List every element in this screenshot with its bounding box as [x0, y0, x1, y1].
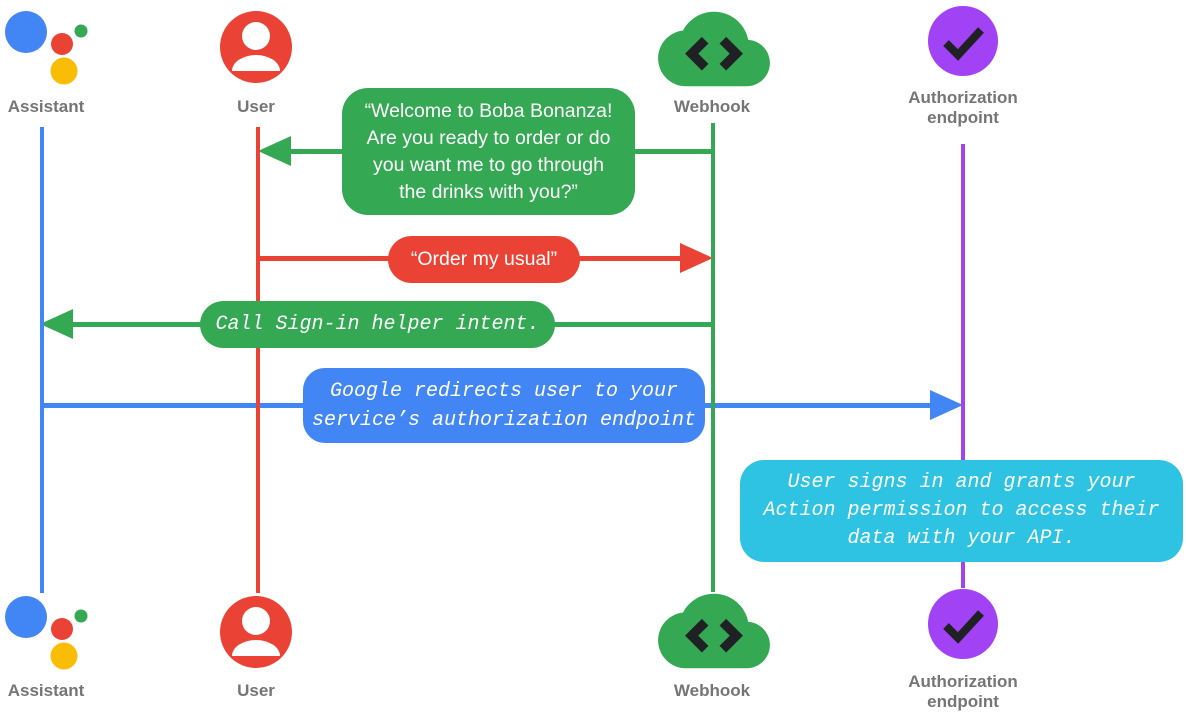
- note-user-signs-in: User signs in and grants your Action per…: [740, 460, 1183, 562]
- webhook-label: Webhook: [673, 97, 751, 116]
- check-circle-icon: [928, 6, 998, 76]
- authorization-endpoint-label: Authorization endpoint: [908, 672, 1018, 711]
- arrowhead-right-icon: [930, 390, 963, 420]
- check-circle-icon: [928, 589, 998, 659]
- arrowhead-left-icon: [258, 136, 291, 166]
- assistant-label: Assistant: [7, 97, 85, 116]
- authorization-endpoint-label: Authorization endpoint: [908, 88, 1018, 127]
- assistant-label: Assistant: [7, 681, 85, 700]
- message-sign-in-helper: Call Sign-in helper intent.: [200, 301, 555, 348]
- google-assistant-icon: [5, 596, 88, 670]
- arrowhead-left-icon: [40, 309, 73, 339]
- cloud-code-icon: [658, 11, 770, 87]
- authorization-lifeline: [961, 144, 965, 588]
- cloud-code-icon: [658, 593, 770, 669]
- user-label: User: [237, 97, 275, 116]
- user-lifeline: [256, 127, 260, 593]
- arrowhead-right-icon: [680, 243, 713, 273]
- person-icon: [220, 596, 292, 668]
- message-order-my-usual: “Order my usual”: [388, 236, 580, 283]
- message-redirect: Google redirects user to your service’s …: [303, 368, 705, 443]
- person-icon: [220, 11, 292, 83]
- google-assistant-icon: [5, 11, 88, 85]
- webhook-label: Webhook: [673, 681, 751, 700]
- assistant-lifeline: [40, 127, 44, 593]
- user-label: User: [237, 681, 275, 700]
- message-welcome: “Welcome to Boba Bonanza! Are you ready …: [342, 88, 635, 215]
- webhook-lifeline: [711, 123, 715, 592]
